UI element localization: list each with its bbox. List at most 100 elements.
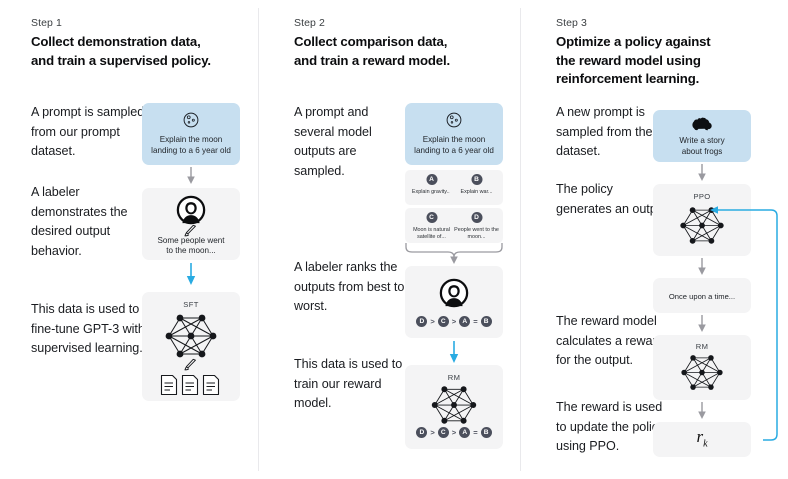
step-1-labeler-card[interactable]: Some people went to the moon... [142,188,240,260]
step-2-prompt-card[interactable]: Explain the moon landing to a 6 year old [405,103,503,165]
rm-rank-badge-d: D [416,427,428,438]
step-1-prompt-card[interactable]: Explain the moon landing to a 6 year old [142,103,240,165]
badge-d: D [471,212,482,223]
output-tile-a[interactable]: A Explain gravity... [405,170,458,205]
step-3-policy-card[interactable]: PPO [653,184,751,256]
step-3-title-line-2: the reward model using [556,52,701,68]
step-1-title: Collect demonstration data, and train a … [31,33,211,70]
output-text-c: Moon is natural satellite of... [413,227,450,240]
output-tile-b[interactable]: B Explain war... [450,170,503,205]
neural-network-icon [162,312,220,360]
output-text-a: Explain gravity... [411,189,452,195]
step-2-paragraph-2: A labeler ranks the outputs from best to… [294,260,405,313]
step-3-paragraph-2: The policy generates an output. [556,182,671,216]
rank-op-2: > [451,317,457,326]
feedback-loop-arrow-ppo-update [701,196,779,444]
step-3-output-card[interactable]: Once upon a time... [653,278,751,313]
step-1-title-line-2: and train a supervised policy. [31,52,211,68]
badge-c: C [426,212,437,223]
ranking-row-labeler: D > C > A = B [405,316,503,327]
step-3-prompt-caption-line-1: Write a story [679,136,725,145]
labeler-avatar-icon [439,278,469,308]
pencil-icon [184,224,198,237]
moon-icon [445,111,463,129]
neural-network-icon [428,384,480,426]
step-1-column: Step 1 Collect demonstration data, and t… [0,0,263,479]
output-tile-c[interactable]: C Moon is natural satellite of... [405,208,458,243]
step-2-paragraph-1: A prompt and several model outputs are s… [294,105,372,178]
step-2-paragraph-3: This data is used to train our reward mo… [294,357,403,410]
neural-network-icon [678,353,726,392]
rm-rank-badge-a: A [459,427,471,438]
rm-rank-op-3: = [473,428,478,437]
step-1-labeler-caption-line-1: Some people went [157,236,225,245]
rank-op-1: > [430,317,435,326]
step-2-label: Step 2 [294,17,325,29]
step-1-label: Step 1 [31,17,62,29]
step-2-labeler-card[interactable]: D > C > A = B [405,266,503,338]
moon-icon [182,111,200,129]
step-3-prompt-caption-line-2: about frogs [681,147,723,156]
step-3-paragraph-3: The reward model calculates a reward for… [556,314,664,367]
step-2-title-line-2: and train a reward model. [294,52,451,68]
rm-label-step-3: RM [695,342,709,351]
arrow-prompt-to-ppo [696,164,708,182]
step-3-paragraph-1: A new prompt is sampled from the dataset… [556,105,653,158]
step-3-label: Step 3 [556,17,587,29]
step-3-title: Optimize a policy against the reward mod… [556,33,711,89]
step-2-prompt-caption-line-1: Explain the moon [422,135,486,144]
frog-icon [691,116,713,132]
step-1-paragraph-1: A prompt is sampled from our prompt data… [31,105,145,158]
reward-subscript: k [703,438,708,450]
rm-rank-op-2: > [451,428,457,437]
output-text-b: Explain war... [460,189,493,195]
output-tile-d[interactable]: D People went to the moon... [450,208,503,243]
step-3-column: Step 3 Optimize a policy against the rew… [525,0,788,479]
arrow-outputs-to-labeler-step-2 [403,243,505,265]
rank-badge-a: A [459,316,471,327]
step-1-title-line-1: Collect demonstration data, [31,34,201,49]
step-1-paragraph-2: A labeler demonstrates the desired outpu… [31,185,128,258]
column-divider-1 [258,8,259,471]
column-divider-2 [520,8,521,471]
rank-badge-c: C [437,316,449,327]
rm-rank-badge-b: B [480,427,492,438]
rm-label-step-2: RM [447,373,461,382]
reward-symbol: r [696,427,704,446]
rank-op-3: = [473,317,478,326]
step-3-reward-value-card[interactable]: rk [653,422,751,457]
step-1-prompt-caption-line-2: landing to a 6 year old [151,146,231,155]
arrow-labeler-to-rm-step-2 [448,341,460,365]
rank-badge-d: D [416,316,428,327]
rm-rank-op-1: > [430,428,435,437]
ppo-label: PPO [693,192,711,201]
neural-network-icon [677,205,727,246]
rank-badge-b: B [480,316,492,327]
step-3-reward-model-card[interactable]: RM [653,335,751,400]
arrow-prompt-to-labeler-step-1 [185,167,197,185]
output-text-d: People went to the moon... [454,227,499,240]
arrow-output-to-rm [696,315,708,333]
step-2-column: Step 2 Collect comparison data, and trai… [263,0,526,479]
step-2-title-line-1: Collect comparison data, [294,34,448,49]
labeler-avatar-icon [176,195,206,225]
step-2-prompt-caption-line-2: landing to a 6 year old [414,146,494,155]
arrow-rm-to-reward [696,402,708,420]
step-3-paragraph-4: The reward is used to update the policy … [556,400,665,453]
step-2-reward-model-card[interactable]: RM D [405,365,503,449]
step-1-labeler-caption-line-2: to the moon... [166,246,216,255]
step-3-prompt-card[interactable]: Write a story about frogs [653,110,751,162]
arrow-labeler-to-sft-step-1 [185,263,197,287]
step-3-title-line-1: Optimize a policy against [556,34,711,49]
step-1-prompt-caption-line-1: Explain the moon [159,135,223,144]
badge-b: B [471,174,482,185]
reward-value-label: rk [653,427,751,449]
arrow-ppo-to-output [696,258,708,276]
badge-a: A [426,174,437,185]
ranking-row-reward-model: D > C > A = B [405,427,503,438]
sft-label: SFT [183,300,199,309]
step-1-sft-card[interactable]: SFT [142,292,240,401]
step-2-title: Collect comparison data, and train a rew… [294,33,450,70]
documents-icon [160,374,222,396]
step-3-title-line-3: reinforcement learning. [556,71,700,86]
